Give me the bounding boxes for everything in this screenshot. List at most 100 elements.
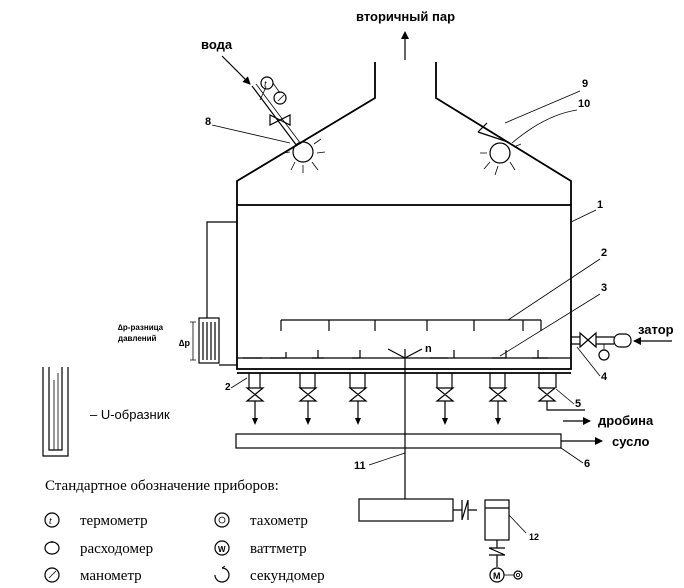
u-tube-label: – U-образник <box>90 407 170 422</box>
u-tube-detail: – U-образник <box>42 367 170 457</box>
vapor-label: вторичный пар <box>356 9 455 24</box>
outlet-2-small-leader <box>230 377 248 389</box>
water-inst-link <box>272 82 281 94</box>
callout-2-leader <box>507 258 601 321</box>
zator-thermometer-icon <box>598 349 610 361</box>
spray-head-10-pipe <box>477 122 488 133</box>
dp-utube-outer <box>198 317 220 364</box>
vessel-hood <box>236 62 572 205</box>
water-pipe <box>251 85 298 147</box>
water-arrow <box>221 55 251 85</box>
vessel <box>236 62 572 374</box>
motor-tacho-icon <box>513 570 523 580</box>
legend-item-tachometer: тахометр <box>250 513 308 529</box>
legend-item-stopwatch: секундомер <box>250 568 325 584</box>
callout-1-leader <box>570 209 597 223</box>
callout-8: 8 <box>205 116 211 128</box>
stopwatch-icon-tick <box>221 565 226 569</box>
spray-rays-8 <box>282 138 326 173</box>
outlet-drip-lines <box>254 401 499 420</box>
callout-9: 9 <box>582 78 588 90</box>
manometer-icon <box>44 567 60 583</box>
motor-gearbox-12 <box>484 499 510 541</box>
flowmeter-icon <box>44 541 60 555</box>
zator-valve <box>579 331 597 349</box>
dp-pipe <box>206 221 237 318</box>
mash-inlet: затор <box>571 322 674 361</box>
callout-11: 11 <box>354 460 366 472</box>
tachometer-icon <box>214 512 230 528</box>
callout-12: 12 <box>529 532 539 542</box>
outlet-pipes <box>248 373 557 388</box>
dp-dimension <box>190 321 196 361</box>
rake-knives <box>243 350 548 359</box>
rake-teeth <box>280 320 542 331</box>
water-pipe-inner <box>255 83 302 145</box>
callout-9-leader <box>504 90 581 124</box>
outlet-drip-arrows <box>252 418 501 425</box>
u-tube-outer <box>42 367 69 457</box>
wattmeter-icon-letter: W <box>218 545 226 554</box>
wattmeter-icon <box>214 540 230 556</box>
pressure-gauge: ∆p ∆p-разница давлений <box>118 221 237 366</box>
callout-10-leader <box>511 109 578 144</box>
callout-1: 1 <box>597 199 603 211</box>
motor-letter: M <box>493 571 501 581</box>
spray-head-10 <box>477 122 522 176</box>
callout-8-leader <box>211 124 291 144</box>
vessel-shell <box>236 204 572 370</box>
callout-11-leader <box>368 452 406 466</box>
dp-desc-line2: давлений <box>118 334 157 343</box>
water-thermometer-letter: t <box>264 79 267 90</box>
zator-label: затор <box>638 322 674 337</box>
legend: Стандартное обозначение приборов: t терм… <box>44 478 325 584</box>
legend-item-wattmeter: ваттметр <box>250 541 307 557</box>
callout-5: 5 <box>575 398 581 410</box>
stopwatch-icon <box>214 567 230 583</box>
water-manometer-needle <box>277 94 285 102</box>
motor-coupling <box>488 540 506 567</box>
water-manometer-icon <box>273 91 287 105</box>
legend-item-thermometer: термометр <box>80 513 148 529</box>
callout-2: 2 <box>601 247 607 259</box>
dp-utube-inner <box>202 322 216 360</box>
rake-assembly: n <box>237 319 571 359</box>
zator-flowmeter-icon <box>613 333 632 348</box>
dp-desc-line1: ∆p-разница <box>118 323 164 332</box>
u-tube-inner <box>48 367 63 451</box>
callout-3-leader <box>499 293 601 357</box>
callout-4-leader <box>576 346 601 377</box>
dp-symbol: ∆p <box>179 338 191 348</box>
spray-head-10-icon <box>489 142 511 164</box>
drobina-label: дробина <box>598 413 654 428</box>
u-tube-fill <box>53 373 59 450</box>
spray-rays-10 <box>480 143 522 176</box>
thermometer-icon-letter: t <box>49 516 52 527</box>
spray-head-8-icon <box>292 141 314 163</box>
motor-tacho-inner-icon <box>516 573 521 578</box>
gear-reducer <box>358 498 454 522</box>
callout-6: 6 <box>584 458 590 470</box>
collector-trough <box>235 433 562 449</box>
thermometer-icon <box>44 512 60 528</box>
spray-head-10-pipe-b <box>477 131 509 143</box>
callout-3: 3 <box>601 282 607 294</box>
callout-6-leader <box>560 447 584 464</box>
callout-12-leader <box>508 514 527 534</box>
legend-title: Стандартное обозначение приборов: <box>45 478 279 494</box>
water-thermometer-icon <box>260 76 274 90</box>
coupling <box>453 499 477 521</box>
tachometer-icon-inner <box>218 516 226 524</box>
legend-item-manometer: манометр <box>80 568 142 584</box>
outlet-5-discharge <box>546 401 585 411</box>
callout-4: 4 <box>601 371 608 383</box>
rotor-n-label: n <box>425 343 432 355</box>
manometer-icon-needle <box>48 570 57 579</box>
callout-10: 10 <box>578 98 590 110</box>
callout-5-leader <box>555 388 575 405</box>
water-valve <box>269 114 291 126</box>
wort-outlets: 2 <box>225 373 585 425</box>
outlet-2-small-label: 2 <box>225 382 231 393</box>
water-inlet: вода t <box>201 37 326 173</box>
